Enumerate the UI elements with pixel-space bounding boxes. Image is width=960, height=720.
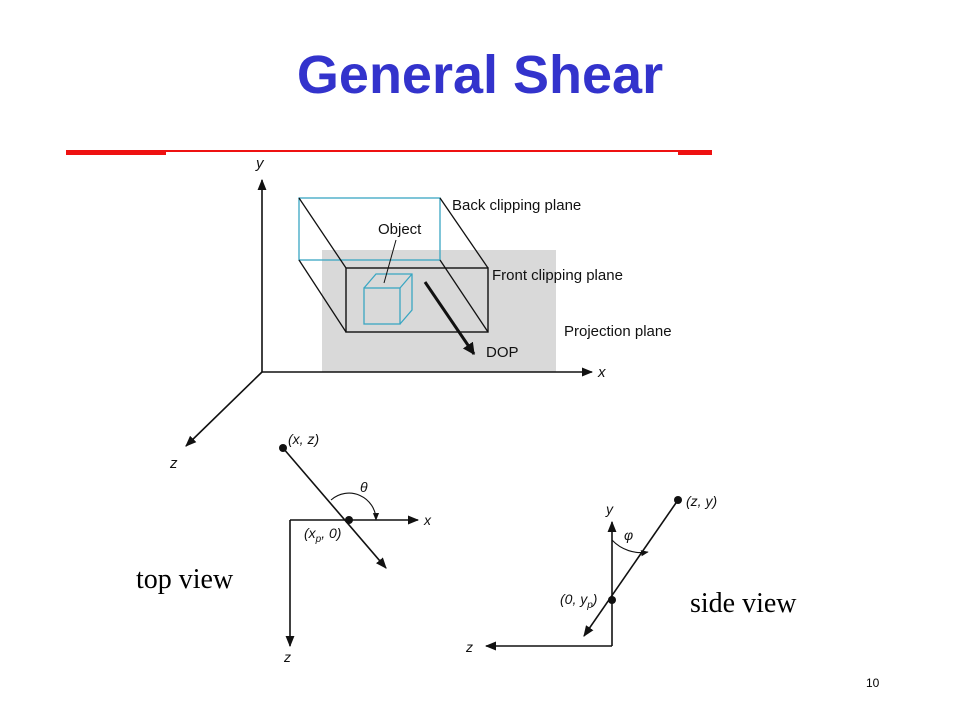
label-z-3d: z	[169, 455, 178, 472]
label-point-zy: (z, y)	[686, 493, 717, 509]
label-x-3d: x	[597, 364, 606, 381]
label-xp-main: (xp, 0)	[304, 525, 341, 545]
top-view-point-xp	[345, 516, 353, 524]
view-volume-edges	[298, 197, 489, 333]
top-view-caption: top view	[136, 564, 234, 595]
front-clipping-plane	[345, 267, 489, 333]
side-view-point-zy	[674, 496, 682, 504]
phi-arc	[611, 539, 649, 557]
side-view-projector	[583, 499, 679, 637]
label-top-x: x	[423, 512, 432, 528]
z-axis-3d	[185, 371, 263, 447]
label-y-3d: y	[255, 155, 265, 172]
side-view-caption: side view	[690, 588, 797, 619]
label-projection-plane: Projection plane	[564, 323, 672, 340]
object-leader	[383, 239, 397, 284]
label-front-plane: Front clipping plane	[492, 267, 623, 284]
back-clipping-plane	[298, 197, 441, 261]
label-top-z: z	[283, 649, 291, 665]
label-phi: φ	[624, 527, 633, 543]
slide-title: General Shear	[296, 45, 664, 105]
label-object: Object	[378, 221, 422, 238]
projection-plane	[322, 250, 556, 372]
title-rule-middle	[166, 150, 678, 152]
side-view-point-yp	[608, 596, 616, 604]
label-dop: DOP	[486, 344, 519, 361]
dop-arrow	[423, 281, 476, 355]
label-theta: θ	[360, 479, 368, 495]
title-rule-right	[678, 150, 712, 155]
object-cube	[363, 273, 413, 325]
title-rule-left	[66, 150, 166, 155]
theta-arc	[330, 492, 380, 521]
top-view-point-xz	[279, 444, 287, 452]
label-point-xz: (x, z)	[288, 431, 319, 447]
top-view-projector	[282, 447, 387, 569]
label-yp: (0, yp)	[560, 591, 597, 611]
label-back-plane: Back clipping plane	[452, 197, 581, 214]
label-side-z: z	[465, 639, 473, 655]
label-side-y: y	[605, 501, 614, 517]
page-number: 10	[866, 676, 880, 690]
